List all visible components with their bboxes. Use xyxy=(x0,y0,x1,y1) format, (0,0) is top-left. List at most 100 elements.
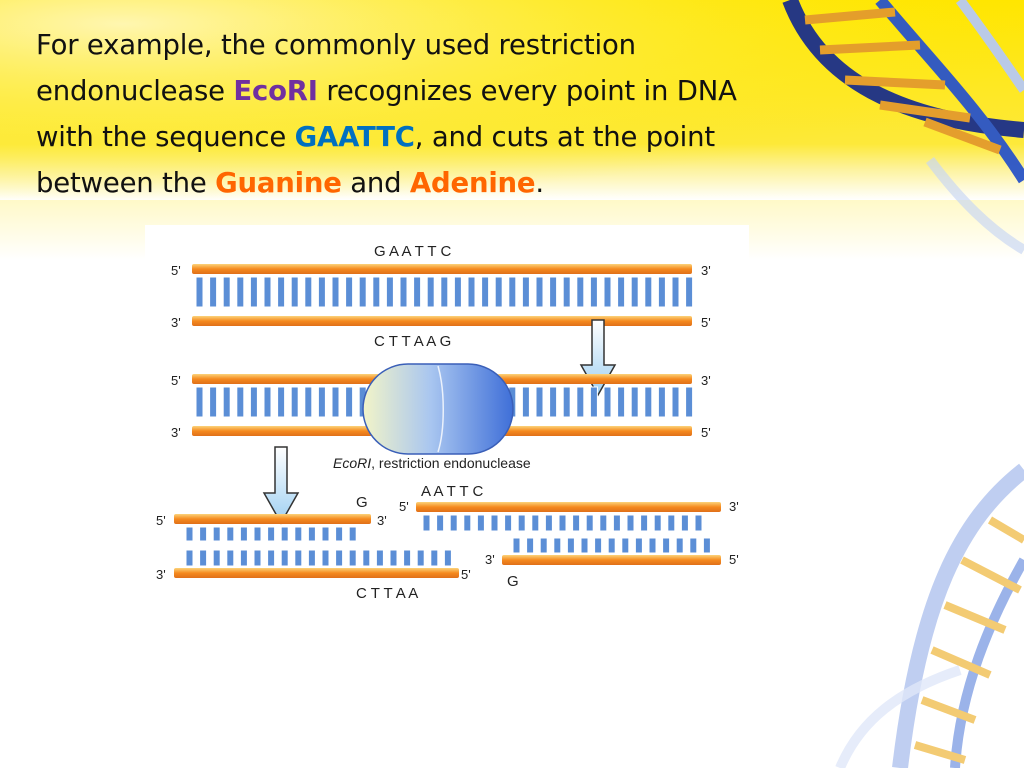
top-strand xyxy=(192,264,692,274)
label-3-prime: 3' xyxy=(701,263,711,278)
base-pair-rung xyxy=(617,276,626,308)
base-pair-rung xyxy=(267,549,276,567)
base-pair-rung xyxy=(294,526,303,542)
left-top-half-rungs xyxy=(185,526,357,542)
label-5-prime: 5' xyxy=(399,499,409,514)
base-pair-rung xyxy=(399,276,408,308)
base-pair-rung xyxy=(199,526,208,542)
ecori-enzyme-shape xyxy=(362,363,514,455)
base-pair-rung xyxy=(594,537,603,554)
base-pair-rung xyxy=(416,549,425,567)
label-5-prime: 5' xyxy=(171,373,181,388)
right-top-sequence: A A T T C xyxy=(421,483,483,500)
base-pair-rung xyxy=(440,276,449,308)
base-pair-rung xyxy=(648,537,657,554)
base-pair-rung xyxy=(553,537,562,554)
base-pair-rung xyxy=(209,276,218,308)
ecori-diagram: G A A T T C 5' 3' 3' 5' C T T A A G 5' 3… xyxy=(145,225,749,607)
base-pair-rung xyxy=(267,526,276,542)
base-pair-rung xyxy=(358,276,367,308)
base-pair-rung xyxy=(195,276,204,308)
right-bottom-half-rungs xyxy=(512,537,711,554)
base-pair-rung xyxy=(236,276,245,308)
base-pair-rung xyxy=(599,514,608,532)
base-pair-rung xyxy=(490,514,499,532)
base-pair-rung xyxy=(562,276,571,308)
base-pair-rung xyxy=(481,276,490,308)
base-pair-rung xyxy=(236,386,245,418)
base-pair-rung xyxy=(307,549,316,567)
base-pair-rung xyxy=(685,386,694,418)
base-pair-rung xyxy=(239,526,248,542)
base-pair-rung xyxy=(531,514,540,532)
base-pair-rung xyxy=(335,526,344,542)
base-pair-rung xyxy=(385,276,394,308)
right-fragment: A A T T C 5' 3' 3' 5' G xyxy=(399,483,739,590)
text-part-4: and xyxy=(341,167,410,199)
base-pair-rung xyxy=(644,276,653,308)
guanine-highlight: Guanine xyxy=(215,167,342,199)
bottom-complementary-sequence: C T T A A G xyxy=(374,333,451,350)
dna-helix-decoration-top xyxy=(782,0,1024,255)
base-pair-rung xyxy=(331,276,340,308)
base-pair-rung xyxy=(671,276,680,308)
base-pair-rung xyxy=(304,386,313,418)
base-pair-rung xyxy=(626,514,635,532)
base-pair-rung xyxy=(436,514,445,532)
enzyme-name-highlight: EcoRI xyxy=(233,75,318,107)
base-pair-rung xyxy=(453,276,462,308)
text-part-2: recognizes every point in DNA with the s… xyxy=(36,75,737,153)
enzyme-caption-name: EcoRI xyxy=(333,455,371,471)
base-pair-rung xyxy=(549,276,558,308)
base-pair-rung xyxy=(277,276,286,308)
bottom-strand xyxy=(192,316,692,326)
label-5-prime: 5' xyxy=(701,315,711,330)
intact-dna: G A A T T C 5' 3' 3' 5' C T T A A G xyxy=(171,243,711,350)
base-pair-rung xyxy=(617,386,626,418)
base-pair-rung xyxy=(389,549,398,567)
top-recognition-sequence: G A A T T C xyxy=(374,243,451,260)
base-pair-rung xyxy=(572,514,581,532)
base-pair-rung xyxy=(280,549,289,567)
base-pair-rung xyxy=(640,514,649,532)
base-pair-rung xyxy=(345,386,354,418)
base-pair-rung xyxy=(521,386,530,418)
base-pair-rung xyxy=(558,514,567,532)
top-base-pairs xyxy=(195,276,694,308)
base-pair-rung xyxy=(317,386,326,418)
base-pair-rung xyxy=(222,276,231,308)
left-bottom-sequence: C T T A A xyxy=(356,585,418,602)
base-pair-rung xyxy=(345,276,354,308)
base-pair-rung xyxy=(290,276,299,308)
base-pair-rung xyxy=(566,537,575,554)
base-pair-rung xyxy=(372,276,381,308)
base-pair-rung xyxy=(662,537,671,554)
base-pair-rung xyxy=(209,386,218,418)
left-bottom-half-rungs xyxy=(185,549,452,567)
base-pair-rung xyxy=(321,526,330,542)
text-part-3: , and cuts at the point between the xyxy=(36,121,715,199)
right-bottom-base: G xyxy=(507,573,519,590)
base-pair-rung xyxy=(634,537,643,554)
base-pair-rung xyxy=(494,276,503,308)
base-pair-rung xyxy=(580,537,589,554)
base-pair-rung xyxy=(263,276,272,308)
base-pair-rung xyxy=(526,537,535,554)
base-pair-rung xyxy=(294,549,303,567)
base-pair-rung xyxy=(535,276,544,308)
base-pair-rung xyxy=(375,549,384,567)
base-pair-rung xyxy=(430,549,439,567)
base-pair-rung xyxy=(644,386,653,418)
down-arrow-icon xyxy=(262,446,300,525)
base-pair-rung xyxy=(680,514,689,532)
base-pair-rung xyxy=(667,514,676,532)
base-pair-rung xyxy=(212,526,221,542)
label-3-prime: 3' xyxy=(377,513,387,528)
base-pair-rung xyxy=(504,514,513,532)
base-pair-rung xyxy=(317,276,326,308)
base-pair-rung xyxy=(290,386,299,418)
base-pair-rung xyxy=(702,537,711,554)
base-pair-rung xyxy=(335,549,344,567)
base-pair-rung xyxy=(589,386,598,418)
base-pair-rung xyxy=(449,514,458,532)
